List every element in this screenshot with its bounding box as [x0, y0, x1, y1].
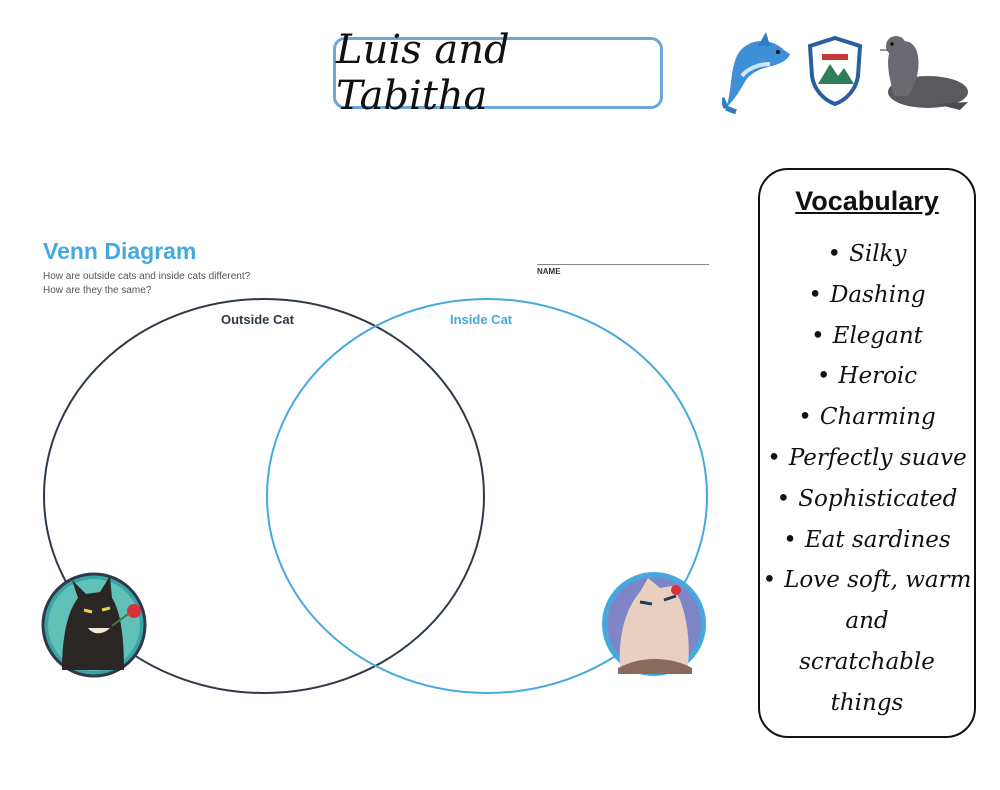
title-box: Luis and Tabitha: [333, 27, 663, 119]
inside-cat-circle: [266, 298, 708, 694]
venn-diagram: [41, 298, 708, 694]
venn-title: Venn Diagram: [43, 238, 197, 264]
shield-crest-icon: [808, 36, 862, 106]
tabitha-avatar: [602, 572, 706, 676]
luis-avatar: [41, 572, 147, 678]
outside-cat-label: Outside Cat: [221, 312, 294, 327]
inside-cat-label: Inside Cat: [450, 312, 513, 327]
venn-question-1: How are outside cats and inside cats dif…: [43, 271, 251, 282]
sea-lion-icon: [880, 36, 968, 110]
vocab-item: •Charming: [798, 404, 936, 431]
vocab-item-continued: things: [830, 689, 904, 716]
venn-question-2: How are they the same?: [43, 285, 152, 296]
vocab-item: •Eat sardines: [783, 526, 951, 553]
outside-cat-circle: [43, 298, 485, 694]
vocabulary-list: •Silky •Dashing •Elegant •Heroic •Charmi…: [760, 234, 974, 724]
vocab-item-continued: scratchable: [799, 648, 935, 675]
vocabulary-title: Vocabulary: [795, 186, 939, 216]
header-icons: [722, 28, 972, 118]
name-label: NAME: [537, 267, 561, 276]
vocab-item: •Silky: [827, 241, 907, 267]
vocab-item: •Heroic: [816, 363, 918, 390]
vocab-item: •Love soft, warm: [762, 567, 972, 594]
vocab-item: •Perfectly suave: [767, 444, 967, 471]
page-title: Luis and Tabitha: [336, 27, 510, 119]
dolphin-icon: [722, 32, 790, 114]
name-line: [537, 264, 709, 265]
vocab-item: •Elegant: [811, 322, 923, 349]
vocab-item: •Sophisticated: [776, 485, 958, 512]
vocab-item: •Dashing: [808, 281, 926, 308]
vocabulary-box: Vocabulary •Silky •Dashing •Elegant •Her…: [758, 168, 976, 738]
vocab-item-continued: and: [845, 608, 889, 635]
